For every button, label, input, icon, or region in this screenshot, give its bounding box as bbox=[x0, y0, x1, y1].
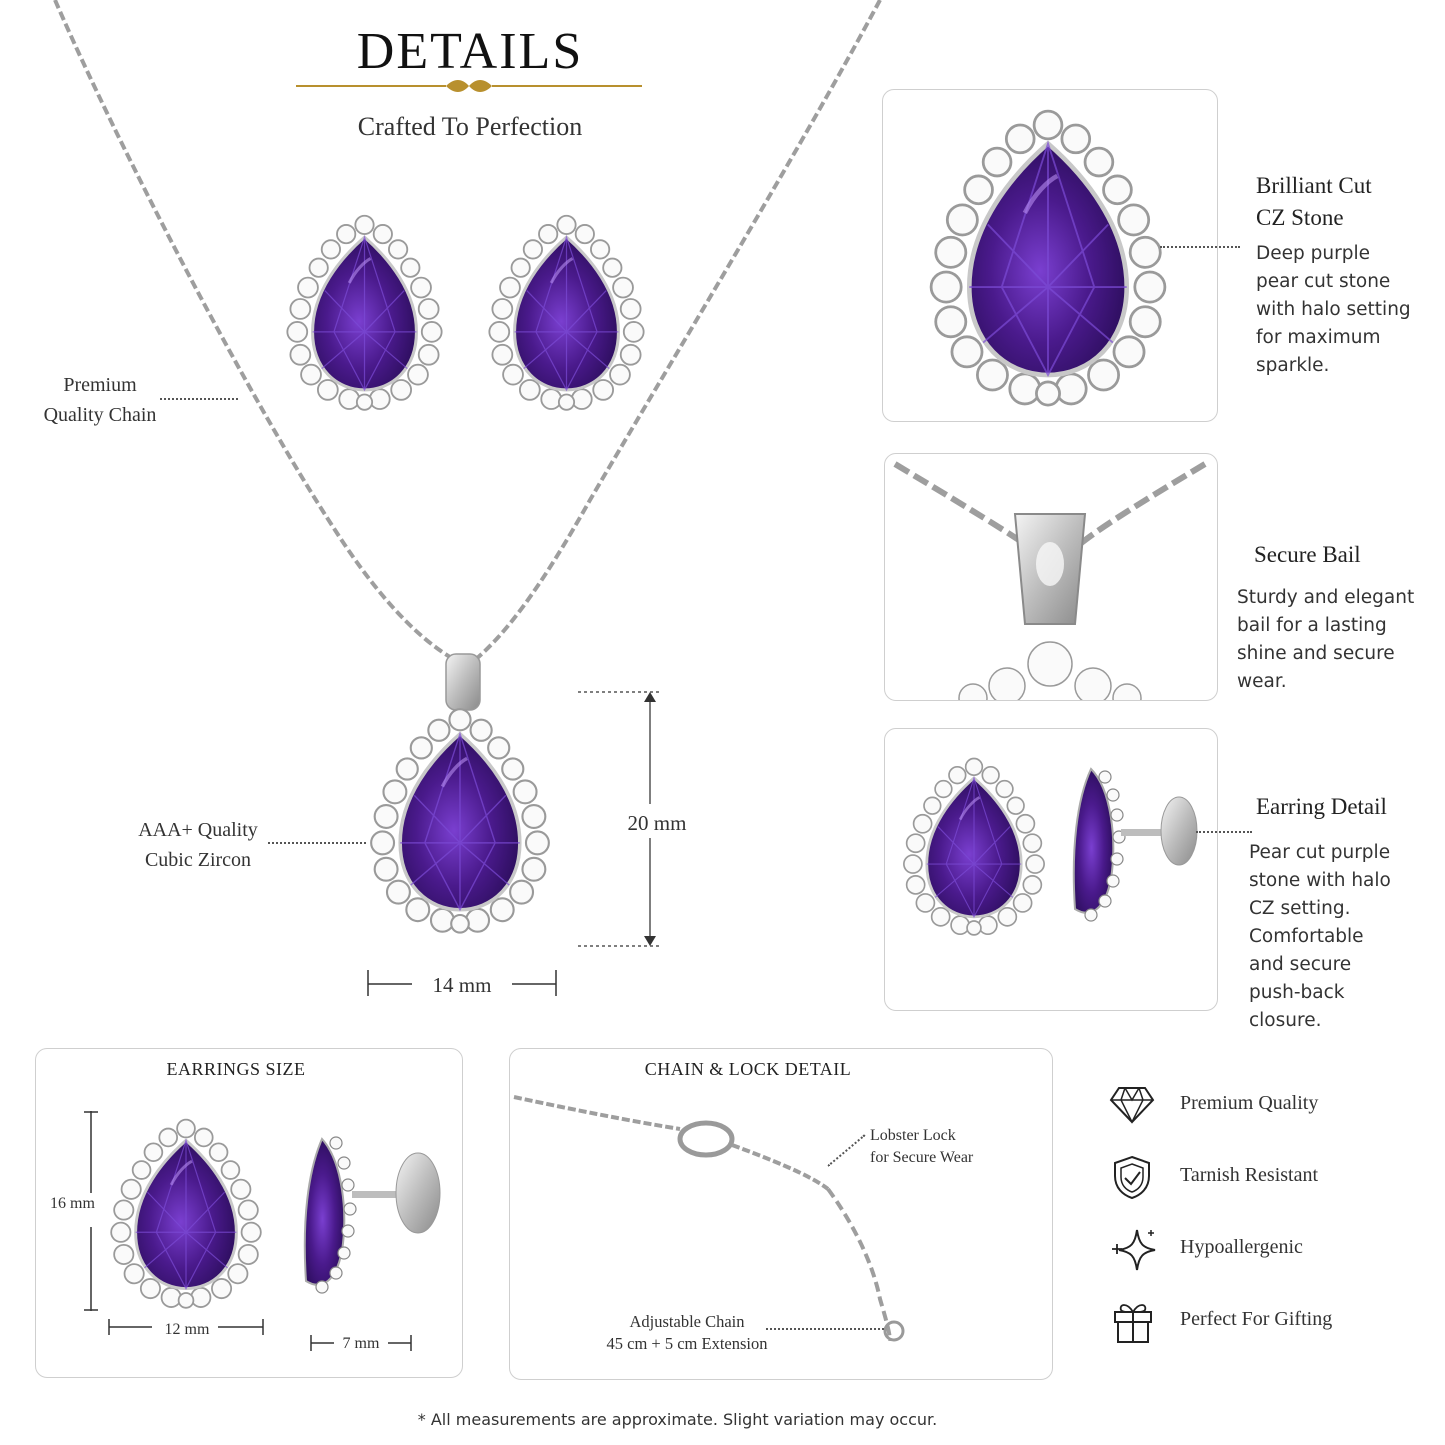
earring-desc-line: push-back bbox=[1249, 982, 1345, 1003]
pendant-width-dimension bbox=[367, 970, 557, 996]
lobster-lock-label: Lobster Lock for Secure Wear bbox=[870, 1125, 973, 1169]
earring-detail-leader bbox=[1196, 831, 1252, 833]
stone-heading-line1: Brilliant Cut bbox=[1256, 173, 1372, 198]
pendant-height-label: 20 mm bbox=[627, 811, 687, 835]
sparkle-icon bbox=[1112, 1229, 1156, 1271]
earring-right-image bbox=[487, 214, 646, 412]
gift-icon bbox=[1114, 1304, 1152, 1343]
feature-label: Hypoallergenic bbox=[1180, 1236, 1303, 1258]
stone-detail-panel bbox=[882, 89, 1218, 422]
bail-desc-line: wear. bbox=[1237, 671, 1287, 692]
zircon-callout-line1: AAA+ Quality bbox=[138, 819, 258, 841]
feature-label: Perfect For Gifting bbox=[1180, 1308, 1333, 1330]
earrings-size-panel: EARRINGS SIZE 16 mm 12 mm 7 mm bbox=[35, 1048, 463, 1378]
stone-desc-line: pear cut stone bbox=[1256, 271, 1391, 292]
earring-detail-heading: Earring Detail bbox=[1256, 794, 1387, 819]
earring-front-image bbox=[902, 757, 1046, 937]
page-title: DETAILS bbox=[356, 23, 584, 80]
stone-desc-line: Deep purple bbox=[1256, 243, 1370, 264]
adjustable-chain-line2: 45 cm + 5 cm Extension bbox=[606, 1334, 768, 1353]
stone-closeup-image bbox=[923, 90, 1173, 410]
chain-lock-panel: CHAIN & LOCK DETAIL Lobster Lock for Sec… bbox=[509, 1048, 1053, 1380]
stone-desc-line: for maximum bbox=[1256, 327, 1381, 348]
earring-desc-line: and secure bbox=[1249, 954, 1352, 975]
gold-divider-ornament bbox=[296, 80, 642, 92]
zircon-callout-leader bbox=[268, 842, 366, 844]
adjustable-chain-line1: Adjustable Chain bbox=[629, 1312, 745, 1331]
feature-item: Premium Quality bbox=[1105, 1082, 1435, 1128]
bail-detail-heading: Secure Bail bbox=[1254, 542, 1361, 567]
chain-callout: Premium Quality Chain bbox=[20, 370, 180, 430]
pendant-width-label: 14 mm bbox=[432, 973, 492, 997]
bail-desc-line: Sturdy and elegant bbox=[1237, 587, 1415, 608]
page-subtitle: Crafted To Perfection bbox=[357, 112, 583, 141]
stone-detail-description: Deep purple pear cut stone with halo set… bbox=[1256, 240, 1411, 380]
earring-desc-line: Pear cut purple bbox=[1249, 842, 1391, 863]
diamond-icon bbox=[1109, 1087, 1155, 1124]
earrings-size-depth-label: 7 mm bbox=[342, 1335, 380, 1352]
earring-detail-panel bbox=[884, 728, 1218, 1011]
earring-left-image bbox=[285, 214, 444, 412]
lobster-lock-line2: for Secure Wear bbox=[870, 1149, 974, 1166]
earrings-size-side-image bbox=[303, 1136, 441, 1294]
earring-desc-line: stone with halo bbox=[1249, 870, 1391, 891]
lobster-lock-line1: Lobster Lock bbox=[870, 1127, 956, 1144]
chain-lock-image bbox=[513, 1095, 905, 1342]
earrings-size-width-label: 12 mm bbox=[164, 1321, 210, 1338]
zircon-callout: AAA+ Quality Cubic Zircon bbox=[118, 815, 278, 875]
bail-desc-line: shine and secure bbox=[1237, 643, 1395, 664]
necklace-chain-image bbox=[53, 0, 882, 662]
stone-desc-line: with halo setting bbox=[1256, 299, 1411, 320]
earring-desc-line: CZ setting. bbox=[1249, 898, 1351, 919]
feature-item: Tarnish Resistant bbox=[1105, 1154, 1435, 1200]
zircon-callout-line2: Cubic Zircon bbox=[144, 849, 252, 871]
earrings-size-title: EARRINGS SIZE bbox=[166, 1059, 306, 1079]
stone-heading-line2: CZ Stone bbox=[1256, 205, 1344, 230]
bail-detail-description: Sturdy and elegant bail for a lasting sh… bbox=[1237, 584, 1414, 696]
adjustable-chain-leader bbox=[766, 1328, 884, 1330]
pendant-image bbox=[369, 707, 551, 935]
pendant-height-dimension bbox=[578, 691, 662, 947]
chain-callout-leader bbox=[160, 398, 238, 400]
earring-desc-line: Comfortable bbox=[1249, 926, 1364, 947]
feature-item: Hypoallergenic bbox=[1105, 1226, 1435, 1272]
stone-desc-line: sparkle. bbox=[1256, 355, 1330, 376]
chain-callout-line2: Quality Chain bbox=[43, 404, 157, 426]
shield-icon bbox=[1114, 1155, 1150, 1200]
stone-detail-heading: Brilliant Cut CZ Stone bbox=[1256, 170, 1372, 234]
earrings-size-width-dimension bbox=[108, 1319, 264, 1335]
measurement-disclaimer: * All measurements are approximate. Slig… bbox=[417, 1410, 938, 1429]
chain-lock-title: CHAIN & LOCK DETAIL bbox=[644, 1059, 852, 1079]
earring-desc-line: closure. bbox=[1249, 1010, 1322, 1031]
earring-side-image bbox=[1072, 767, 1198, 922]
chain-callout-line1: Premium bbox=[63, 374, 137, 396]
adjustable-chain-label: Adjustable Chain 45 cm + 5 cm Extension bbox=[582, 1311, 792, 1355]
earring-detail-description: Pear cut purple stone with halo CZ setti… bbox=[1249, 839, 1391, 1035]
earrings-size-height-label: 16 mm bbox=[50, 1193, 95, 1215]
bail-desc-line: bail for a lasting bbox=[1237, 615, 1387, 636]
earrings-size-depth-dimension bbox=[310, 1335, 412, 1351]
feature-label: Premium Quality bbox=[1180, 1092, 1319, 1114]
bail-detail-panel bbox=[884, 453, 1218, 701]
stone-detail-leader bbox=[1160, 246, 1240, 248]
feature-label: Tarnish Resistant bbox=[1180, 1164, 1319, 1186]
bail-closeup-image bbox=[893, 461, 1207, 700]
earrings-size-front-image bbox=[109, 1118, 263, 1310]
feature-item: Perfect For Gifting bbox=[1105, 1298, 1435, 1344]
